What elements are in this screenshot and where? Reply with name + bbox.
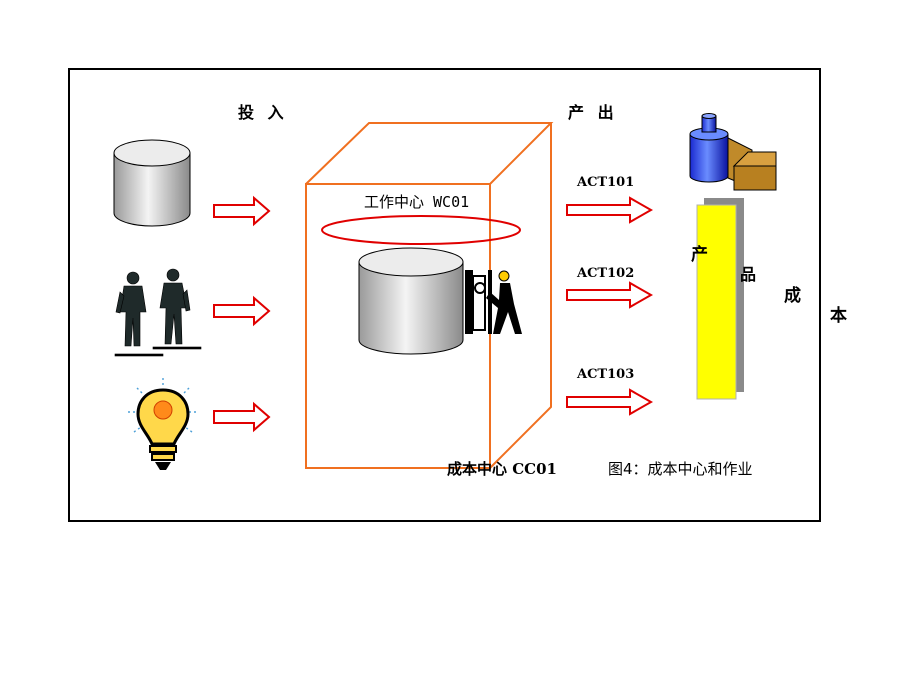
input-header: 投 入 <box>238 103 288 122</box>
product-cost-char-1: 产 <box>691 245 708 265</box>
work-center-cylinder-icon <box>358 247 464 355</box>
output-arrow-act101 <box>566 196 654 224</box>
output-arrow-act103 <box>566 388 654 416</box>
outer-frame <box>68 68 821 522</box>
workers-icon <box>114 268 202 357</box>
activity-label-act101: ACT101 <box>577 175 635 190</box>
activity-label-act102: ACT102 <box>577 266 635 281</box>
input-arrow-1 <box>213 195 271 227</box>
product-cost-char-3: 成 <box>784 286 801 306</box>
product-cost-char-2: 品 <box>740 265 757 284</box>
work-center-label: 工作中心 WC01 <box>364 193 470 211</box>
machine-operator-icon <box>465 270 522 334</box>
cost-center-label: 成本中心 CC01 <box>447 460 557 478</box>
lightbulb-icon <box>128 378 198 470</box>
cylinder-icon <box>113 139 191 227</box>
product-icon <box>689 113 777 191</box>
product-cost-char-4: 本 <box>830 306 847 326</box>
work-center-ring <box>321 215 521 245</box>
output-header: 产 出 <box>568 103 618 122</box>
output-arrow-act102 <box>566 281 654 309</box>
input-arrow-2 <box>213 295 271 327</box>
output-arrows <box>566 196 654 416</box>
product-cost-bar <box>696 204 737 400</box>
input-arrow-3 <box>213 401 271 433</box>
input-arrows <box>213 195 271 433</box>
activity-label-act103: ACT103 <box>577 367 635 382</box>
figure-caption: 图4：成本中心和作业 <box>608 460 753 478</box>
